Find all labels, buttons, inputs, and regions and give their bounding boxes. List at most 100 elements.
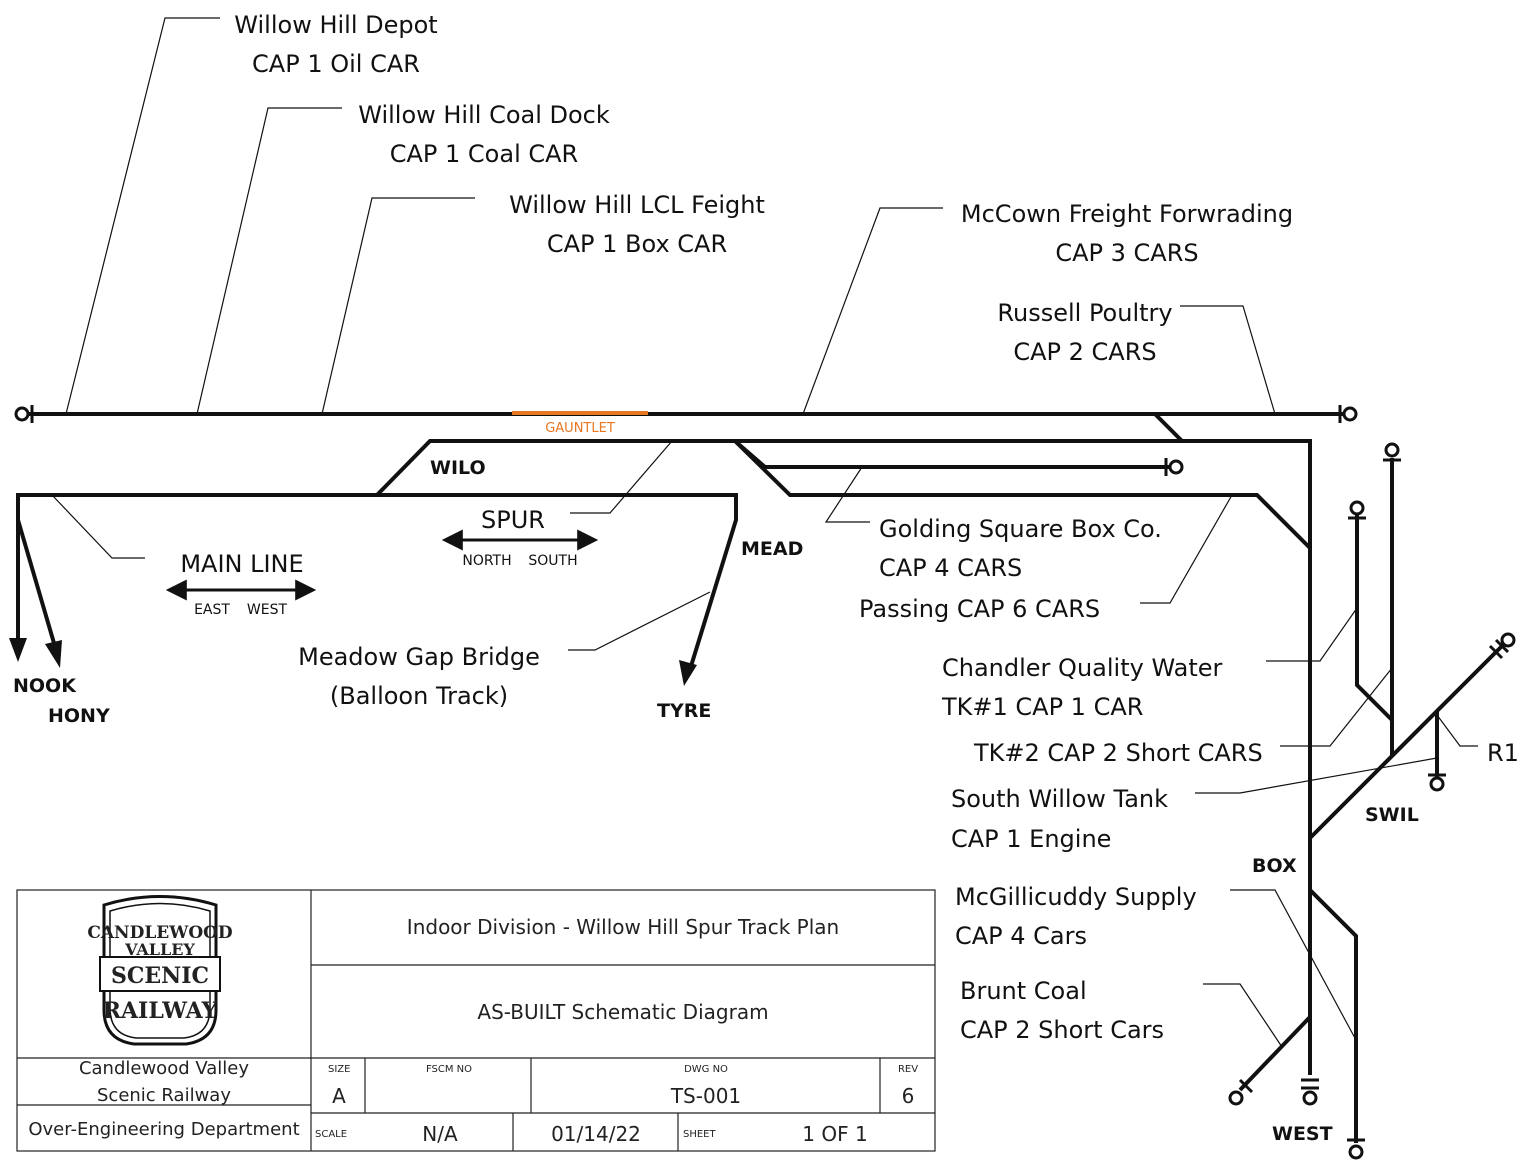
leader-spur bbox=[570, 440, 673, 514]
coal-dock-capacity: CAP 1 Coal CAR bbox=[390, 140, 578, 168]
russell-name: Russell Poultry bbox=[997, 299, 1172, 327]
size-value: A bbox=[332, 1084, 346, 1108]
passing-capacity: Passing CAP 6 CARS bbox=[859, 595, 1100, 623]
swil-wye-leg bbox=[1308, 644, 1504, 840]
bumper-east-end-top bbox=[1338, 405, 1358, 423]
mcgillicuddy-siding bbox=[1308, 888, 1358, 1143]
russell-crossover-track bbox=[1153, 412, 1184, 443]
station-mead: MEAD bbox=[741, 538, 803, 560]
golding-square-siding bbox=[733, 439, 1170, 469]
sheet-value: 1 OF 1 bbox=[802, 1122, 867, 1146]
rev-label: REV bbox=[898, 1064, 918, 1075]
brunt-capacity: CAP 2 Short Cars bbox=[960, 1016, 1164, 1044]
leader-lines bbox=[51, 17, 1478, 1048]
company-line2: Scenic Railway bbox=[97, 1085, 231, 1106]
leader-russell bbox=[1180, 305, 1276, 415]
chandler-tk2: TK#2 CAP 2 Short CARS bbox=[973, 739, 1263, 767]
track-network bbox=[16, 411, 1504, 1143]
tyre-arrowhead bbox=[679, 660, 697, 686]
meadow-gap-name: Meadow Gap Bridge bbox=[298, 643, 540, 671]
date-value: 01/14/22 bbox=[551, 1122, 641, 1146]
fscm-label: FSCM NO bbox=[426, 1064, 472, 1075]
drawing-title: Indoor Division - Willow Hill Spur Track… bbox=[407, 915, 839, 939]
spur-arrow-south: SOUTH bbox=[528, 553, 577, 569]
scale-label: SCALE bbox=[315, 1129, 347, 1140]
bumper-r1 bbox=[1488, 632, 1516, 660]
main-line-arrow-title: MAIN LINE bbox=[180, 550, 303, 578]
scale-value: N/A bbox=[422, 1122, 458, 1146]
bumper-west-main bbox=[1301, 1078, 1319, 1106]
leader-meadow-gap bbox=[568, 591, 711, 651]
depot-name: Willow Hill Depot bbox=[234, 11, 437, 39]
drawing-subtitle: AS-BUILT Schematic Diagram bbox=[477, 1000, 768, 1024]
bumper-golding-square bbox=[1164, 458, 1184, 476]
wilo-connector-track bbox=[375, 439, 1312, 1075]
lcl-capacity: CAP 1 Box CAR bbox=[547, 230, 727, 258]
hony-branch-track bbox=[16, 519, 58, 651]
station-tyre: TYRE bbox=[657, 700, 711, 722]
golding-name: Golding Square Box Co. bbox=[879, 515, 1162, 543]
logo-line4: RAILWAY bbox=[103, 998, 218, 1024]
leader-depot bbox=[65, 17, 220, 415]
spur-arrow-title: SPUR bbox=[481, 506, 545, 534]
station-hony: HONY bbox=[48, 705, 110, 727]
sheet-label: SHEET bbox=[683, 1129, 717, 1140]
company-line1: Candlewood Valley bbox=[79, 1058, 249, 1079]
bumper-brunt-coal bbox=[1228, 1078, 1254, 1106]
depot-capacity: CAP 1 Oil CAR bbox=[252, 50, 420, 78]
mccown-name: McCown Freight Forwrading bbox=[961, 200, 1293, 228]
mcgillicuddy-capacity: CAP 4 Cars bbox=[955, 922, 1087, 950]
mcgillicuddy-name: McGillicuddy Supply bbox=[955, 883, 1197, 911]
chandler-name: Chandler Quality Water bbox=[942, 654, 1223, 682]
leader-mcgillicuddy bbox=[1230, 889, 1357, 1041]
leader-south-willow bbox=[1195, 757, 1438, 794]
bumpers bbox=[14, 405, 1516, 1160]
russell-capacity: CAP 2 CARS bbox=[1013, 338, 1156, 366]
bumper-west-end-top bbox=[14, 405, 34, 423]
size-label: SIZE bbox=[328, 1064, 350, 1075]
coal-dock-name: Willow Hill Coal Dock bbox=[358, 101, 610, 129]
brunt-name: Brunt Coal bbox=[960, 977, 1087, 1005]
leader-mccown bbox=[802, 207, 943, 415]
railway-logo: CANDLEWOOD VALLEY SCENIC RAILWAY bbox=[87, 895, 233, 1046]
leader-brunt bbox=[1203, 983, 1283, 1048]
brunt-coal-track bbox=[1238, 1015, 1312, 1092]
station-wilo: WILO bbox=[430, 457, 486, 479]
chandler-tk1: TK#1 CAP 1 CAR bbox=[941, 693, 1143, 721]
station-west: WEST bbox=[1272, 1123, 1333, 1145]
mccown-capacity: CAP 3 CARS bbox=[1055, 239, 1198, 267]
gauntlet-label: GAUNTLET bbox=[545, 421, 615, 436]
leader-golding bbox=[824, 466, 870, 523]
nook-arrowhead bbox=[9, 638, 27, 662]
chandler-tk1-track bbox=[1355, 515, 1394, 722]
logo-line2: VALLEY bbox=[124, 940, 195, 959]
bumper-chandler-tk1 bbox=[1348, 500, 1366, 520]
station-swil: SWIL bbox=[1365, 804, 1419, 826]
bumper-south-willow-tank bbox=[1428, 773, 1446, 792]
bumper-chandler-tk2 bbox=[1383, 442, 1401, 462]
track-arrows bbox=[9, 638, 697, 686]
golding-capacity: CAP 4 CARS bbox=[879, 554, 1022, 582]
meadow-gap-note: (Balloon Track) bbox=[330, 682, 508, 710]
leader-main-line bbox=[51, 494, 145, 559]
spur-direction-arrow: SPUR NORTH SOUTH bbox=[441, 506, 599, 569]
logo-line1: CANDLEWOOD bbox=[87, 923, 233, 943]
title-block: CANDLEWOOD VALLEY SCENIC RAILWAY Indoor … bbox=[16, 889, 936, 1152]
dwg-label: DWG NO bbox=[684, 1064, 728, 1075]
bumper-mcgillicuddy bbox=[1347, 1138, 1365, 1160]
spur-arrow-north: NORTH bbox=[462, 553, 511, 569]
lcl-name: Willow Hill LCL Feight bbox=[509, 191, 765, 219]
rev-value: 6 bbox=[902, 1084, 915, 1108]
leader-chandler-tk2 bbox=[1280, 667, 1393, 747]
main-line-arrow-east: EAST bbox=[194, 602, 230, 618]
passing-siding bbox=[733, 439, 1312, 550]
logo-line3: SCENIC bbox=[111, 963, 209, 989]
industry-labels: Willow Hill Depot CAP 1 Oil CAR Willow H… bbox=[234, 11, 1293, 1044]
hony-arrowhead bbox=[45, 640, 62, 668]
leader-lcl bbox=[321, 197, 475, 415]
dwg-value: TS-001 bbox=[670, 1084, 741, 1108]
leader-coal-dock bbox=[196, 107, 342, 415]
main-line-arrow-west: WEST bbox=[247, 602, 288, 618]
station-labels: WILO MEAD NOOK HONY TYRE BOX SWIL WEST R… bbox=[13, 457, 1519, 1145]
